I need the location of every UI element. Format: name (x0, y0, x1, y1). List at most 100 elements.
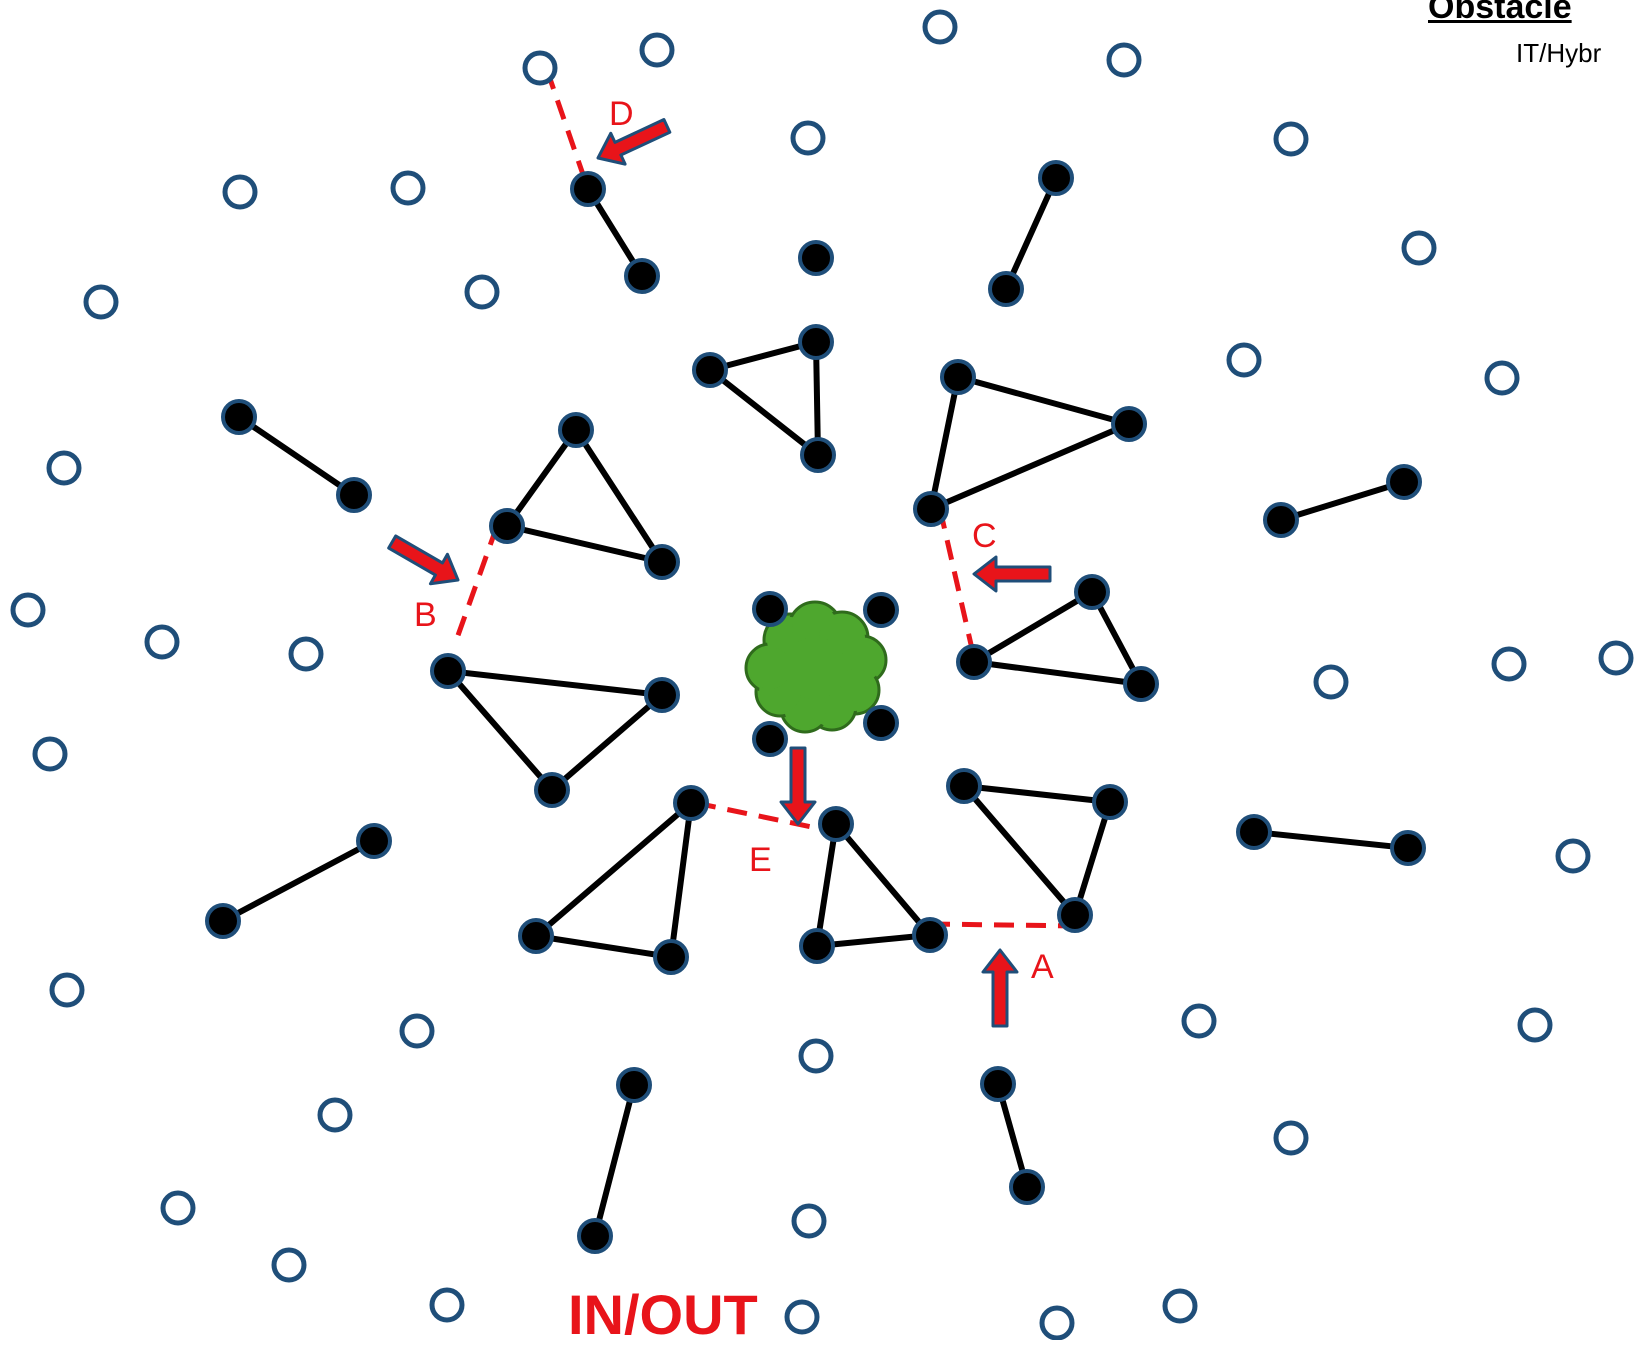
open-circle-icon (222, 174, 258, 210)
open-circle-icon (83, 284, 119, 320)
open-circle-icon (429, 1287, 465, 1323)
connection-line (1278, 479, 1407, 523)
filled-circle-icon (1386, 464, 1422, 500)
filled-circle-icon (946, 768, 982, 804)
open-circle-icon (271, 1247, 307, 1283)
connection-line (573, 427, 665, 565)
filled-circle-icon (570, 171, 606, 207)
arrow-icon (972, 555, 1052, 593)
connection-line (833, 821, 933, 938)
connection-line (707, 339, 819, 373)
filled-circle-icon (798, 324, 834, 360)
gap-lines (453, 69, 1081, 929)
gap-label-b: B (414, 596, 437, 634)
connection-line (220, 838, 377, 924)
filled-circle-icon (752, 721, 788, 757)
connection-line (668, 800, 694, 960)
open-circle-icon (1273, 1120, 1309, 1156)
filled-circle-icon (644, 677, 680, 713)
connection-line (1003, 175, 1059, 292)
open-circle-icon (32, 736, 68, 772)
open-circle-icon (1181, 1003, 1217, 1039)
open-circle-icon (144, 624, 180, 660)
open-circle-icon (790, 120, 826, 156)
open-circle-icon (922, 9, 958, 45)
gap-label-e: E (749, 841, 772, 879)
filled-circle-icon (1092, 784, 1128, 820)
filled-circle-icon (356, 823, 392, 859)
open-circle-icon (10, 592, 46, 628)
filled-circle-icon (1236, 814, 1272, 850)
filled-circle-icon (577, 1218, 613, 1254)
filled-circle-icon (1390, 830, 1426, 866)
open-circle-icon (1162, 1288, 1198, 1324)
filled-circle-icon (912, 917, 948, 953)
open-circle-icon (1401, 230, 1437, 266)
open-circle-icon (1039, 1305, 1075, 1340)
connection-line (1072, 799, 1113, 918)
gap-label-a: A (1031, 948, 1054, 986)
open-circle-icon (464, 274, 500, 310)
filled-circle-icon (818, 806, 854, 842)
filled-markers (205, 160, 1426, 1254)
open-circle-icon (390, 170, 426, 206)
open-circle-icon (784, 1299, 820, 1335)
connection-line (971, 659, 1144, 687)
open-circle-icon (317, 1097, 353, 1133)
open-circle-icon (1313, 664, 1349, 700)
connection-line (971, 589, 1095, 665)
filled-circle-icon (489, 508, 525, 544)
header-subtitle: IT/Hybr (1516, 38, 1602, 68)
connection-line (445, 668, 555, 793)
connection-line (445, 668, 665, 698)
gap-line (929, 921, 1081, 929)
connection-line (961, 783, 1113, 805)
filled-circle-icon (534, 772, 570, 808)
bush-icon (749, 647, 791, 689)
connection-line (961, 783, 1078, 918)
filled-circle-icon (616, 1067, 652, 1103)
filled-circle-icon (800, 437, 836, 473)
gap-line (453, 525, 500, 642)
connection-line (533, 933, 674, 960)
filled-circle-icon (430, 653, 466, 689)
connection-line (533, 800, 694, 939)
filled-circle-icon (644, 544, 680, 580)
open-circle-icon (522, 50, 558, 86)
arrow-icon (387, 534, 460, 586)
entrance-label: IN/OUT (568, 1283, 758, 1346)
gap-arrow-d (596, 118, 672, 166)
filled-circle-icon (940, 359, 976, 395)
filled-circle-icon (653, 939, 689, 975)
open-circle-icon (399, 1013, 435, 1049)
gap-arrow-a (981, 948, 1019, 1028)
gap-line (937, 508, 978, 663)
arrow-icon (779, 746, 817, 826)
arrow-icon (596, 118, 672, 166)
connection-line (814, 821, 839, 949)
connection-line (928, 374, 961, 512)
filled-circle-icon (624, 258, 660, 294)
filled-circle-icon (988, 271, 1024, 307)
open-circle-icon (1598, 640, 1634, 676)
connection-line (236, 414, 357, 498)
open-circle-icon (1491, 646, 1527, 682)
open-markers (10, 9, 1634, 1340)
gap-arrow-c (972, 555, 1052, 593)
connection-line (549, 692, 665, 793)
filled-circle-icon (1123, 666, 1159, 702)
open-circle-icon (798, 1038, 834, 1074)
open-circle-icon (160, 1190, 196, 1226)
gap-line (544, 69, 591, 190)
filled-circle-icon (336, 477, 372, 513)
filled-circle-icon (752, 591, 788, 627)
connection-line (707, 367, 821, 458)
connection-line (504, 427, 579, 529)
gap-arrows (387, 118, 1052, 1028)
arrow-icon (981, 948, 1019, 1028)
gap-arrow-b (387, 534, 460, 586)
header-title: Obstacle (1428, 0, 1572, 26)
open-circle-icon (1555, 838, 1591, 874)
open-circle-icon (1226, 342, 1262, 378)
